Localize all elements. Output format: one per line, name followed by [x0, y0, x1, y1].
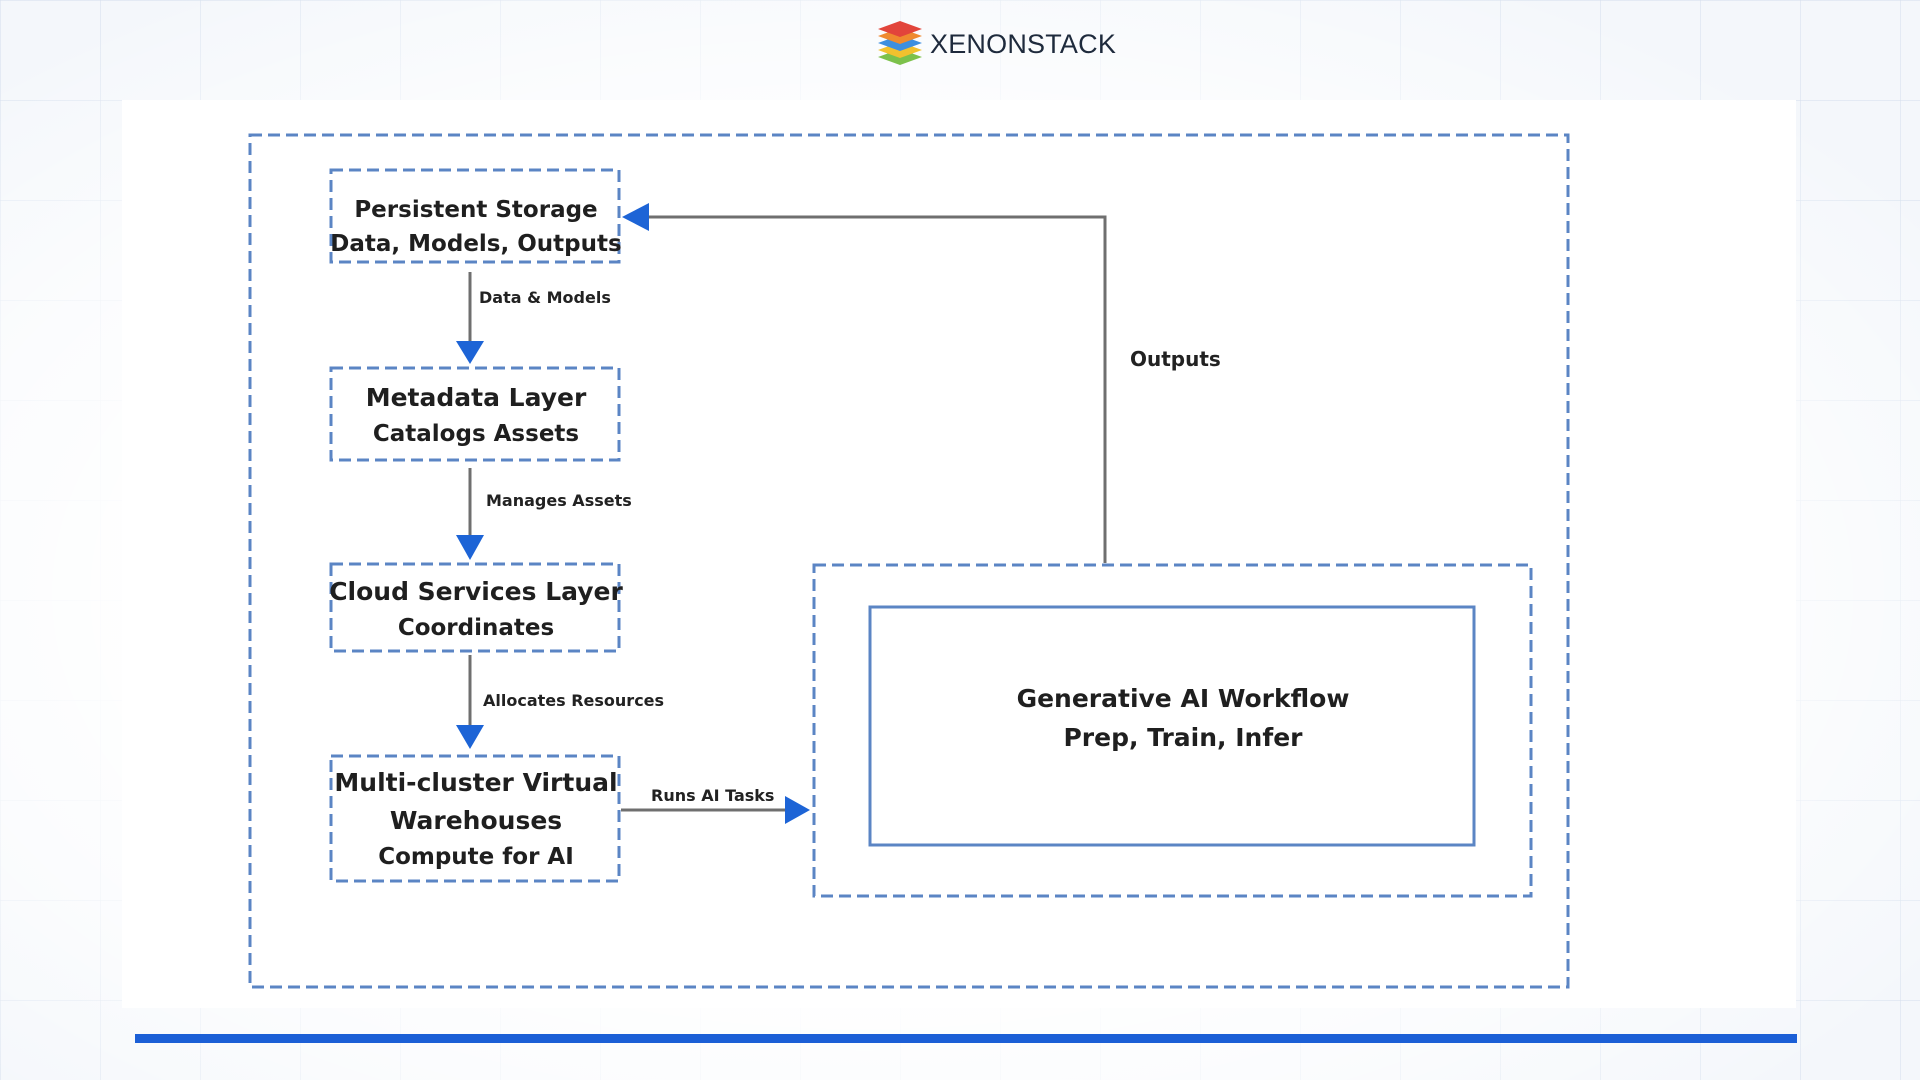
edge-label-manages-assets: Manages Assets [486, 491, 632, 510]
node-warehouse-title-line2: Warehouses [390, 806, 562, 835]
layered-stack-logo-icon [878, 21, 922, 65]
node-genai-title: Generative AI Workflow [1017, 684, 1350, 713]
node-metadata-title: Metadata Layer [366, 383, 587, 412]
edge-manages-assets: Manages Assets [456, 468, 632, 560]
node-cloud-subtitle: Coordinates [398, 615, 554, 641]
node-metadata-layer[interactable]: Metadata Layer Catalogs Assets [329, 366, 621, 462]
node-genai-subtitle: Prep, Train, Infer [1063, 723, 1303, 752]
node-persistent-storage[interactable]: Persistent Storage Data, Models, Outputs [329, 168, 622, 264]
node-metadata-subtitle: Catalogs Assets [373, 421, 579, 447]
diagram-card [122, 100, 1796, 1008]
edge-data-models: Data & Models [456, 272, 611, 364]
outer-container [248, 133, 1570, 989]
node-warehouse-subtitle: Compute for AI [378, 844, 574, 870]
node-virtual-warehouses[interactable]: Multi-cluster Virtual Warehouses Compute… [329, 754, 621, 883]
node-cloud-title: Cloud Services Layer [329, 577, 623, 606]
edge-label-outputs: Outputs [1130, 347, 1221, 371]
node-generative-ai-workflow[interactable]: Generative AI Workflow Prep, Train, Infe… [812, 563, 1533, 898]
node-storage-subtitle: Data, Models, Outputs [330, 231, 621, 257]
bottom-accent-bar [135, 1034, 1797, 1043]
edge-label-runs-ai-tasks: Runs AI Tasks [651, 786, 774, 805]
node-cloud-services-layer[interactable]: Cloud Services Layer Coordinates [329, 562, 623, 653]
brand-name: XENONSTACK [930, 28, 1117, 59]
edge-allocates-resources: Allocates Resources [456, 655, 664, 749]
node-warehouse-title-line1: Multi-cluster Virtual [334, 768, 617, 797]
edge-runs-ai-tasks: Runs AI Tasks [621, 786, 810, 824]
brand-logo[interactable]: XENONSTACK [876, 18, 1116, 70]
edge-label-allocates-resources: Allocates Resources [483, 691, 664, 710]
edge-outputs: Outputs [622, 203, 1221, 563]
edge-label-data-models: Data & Models [479, 288, 611, 307]
node-storage-title: Persistent Storage [354, 197, 597, 223]
